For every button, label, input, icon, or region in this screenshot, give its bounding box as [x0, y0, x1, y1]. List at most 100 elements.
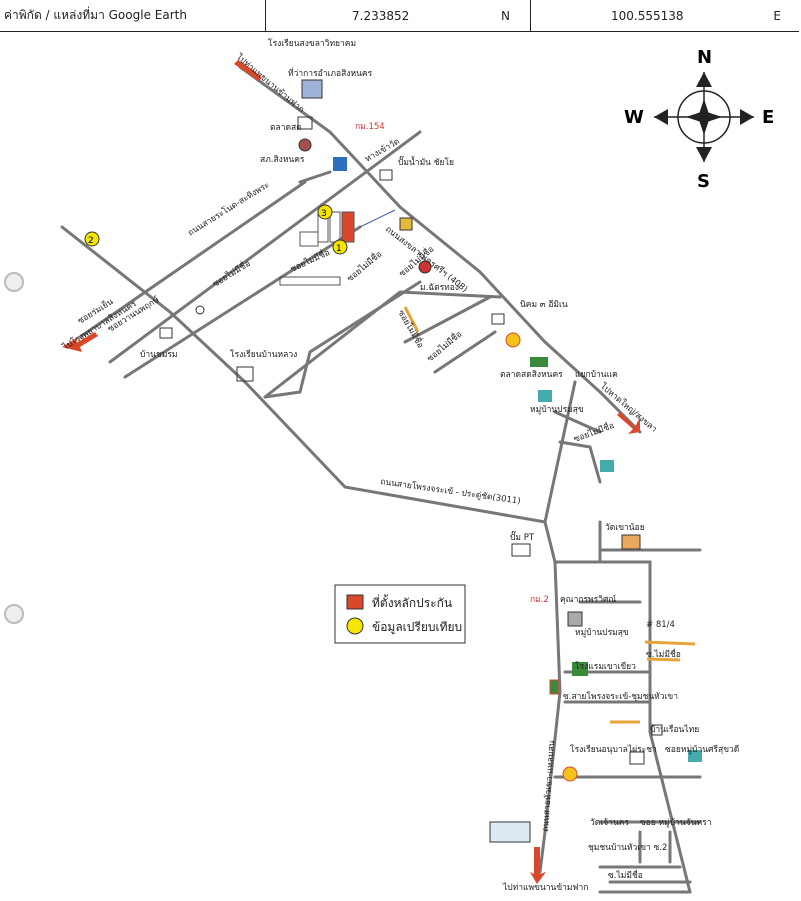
- location-map: 3 1 2 โรงเรียนสงขลาวิทยาคม ที: [60, 38, 774, 894]
- hotel-icon: [572, 662, 588, 676]
- collateral-marker-icon: [341, 211, 355, 243]
- label-school-anuban: โรงเรียนอนุบาลไผ่ระชา: [570, 744, 657, 755]
- shell-icon: [505, 332, 521, 348]
- map-labels: โรงเรียนสงขลาวิทยาคม ที่ว่าการอำเภอสิงหน…: [60, 38, 739, 893]
- longitude-dir: E: [773, 8, 781, 23]
- map-area: 3 1 2 โรงเรียนสงขลาวิทยาคม ที: [0, 32, 799, 897]
- comparable-marker-3-icon: [317, 204, 333, 220]
- label-to-ferry: ไปท่าแพขนานข้ามฟาก: [233, 51, 306, 115]
- compass-east-icon: [740, 109, 754, 125]
- road-a: [78, 180, 307, 339]
- village-icon: [600, 460, 614, 472]
- label-village-b: หมู่บ้านปรมสุข: [575, 627, 629, 638]
- label-soi-b: ซอยไม่มีชื่อ: [288, 246, 331, 275]
- label-soi-nameless: ซอยไม่มีชื่อ: [424, 328, 464, 364]
- label-market: ตลาดสด: [270, 123, 302, 133]
- comparable-marker-1-icon: [332, 239, 348, 255]
- label-ban-chatthong: ม.ฉัตรทอง: [420, 283, 459, 293]
- gas-station-icon: [489, 821, 531, 843]
- label-hotel: โรงแรมเขาเขียว: [575, 661, 636, 672]
- label-soi-g: ซ.ไม่มีชื่อ: [646, 648, 681, 660]
- label-district-office: ที่ว่าการอำเภอสิงหนคร: [288, 67, 373, 79]
- market-icon: [297, 116, 313, 130]
- bicycle-icon: [195, 305, 205, 315]
- source-text: ค่าพิกัด / แหล่งที่มา Google Earth: [4, 8, 187, 22]
- label-km2: กม.2: [530, 595, 549, 605]
- label-school-banluang: โรงเรียนบ้านหลวง: [230, 349, 297, 360]
- bus-stop-icon: [491, 313, 505, 325]
- compass-rose: N S E W: [624, 47, 774, 192]
- comparable-marker-2-icon: [84, 231, 100, 247]
- label-road-top: ถนนสายระโนด-สะทิงพระ: [186, 179, 272, 238]
- label-yaek: แยกบ้านแค: [575, 369, 618, 380]
- label-soi-h: ซ.ไม่มีชื่อ: [608, 869, 643, 881]
- arrow-west-icon: [62, 332, 98, 352]
- label-soi-e: ซอยไม่มีชื่อ: [395, 308, 427, 351]
- main-road: [238, 65, 642, 434]
- road-c: [123, 225, 362, 379]
- road-d: [263, 290, 502, 399]
- label-gas-chaiyo: ปั๊มน้ำมัน ชัยโย: [398, 155, 454, 168]
- arrow-east-icon: [617, 412, 640, 434]
- legend-collateral-text: ที่ตั้งหลักประกัน: [372, 594, 452, 610]
- label-house-81: # 81/4: [646, 620, 675, 630]
- label-road-3011: ถนนสายโพรงจระเข้ - ประดู่ชัด(3011): [380, 476, 522, 507]
- source-label: ค่าพิกัด / แหล่งที่มา Google Earth: [0, 0, 266, 31]
- latitude-cell: 7.233852 N: [266, 0, 531, 31]
- binder-hole-icon: [4, 272, 24, 292]
- label-nitikarn: นิคม ๓ อีมิเน: [520, 299, 568, 310]
- marker-1-text: 1: [336, 244, 342, 254]
- legend-collateral-icon: [346, 594, 364, 610]
- road-3011: [60, 225, 547, 524]
- gas-station-icon: [379, 169, 393, 181]
- longitude-cell: 100.555138 E: [531, 0, 799, 31]
- label-village-a: หมู่บ้านปรมสุข: [530, 404, 584, 415]
- compass-w-text: W: [624, 107, 644, 128]
- school-icon: [236, 366, 254, 382]
- hospital-icon: [418, 260, 432, 274]
- village-icon: [688, 750, 702, 762]
- district-office-icon: [301, 79, 323, 99]
- hazard-icon: [399, 217, 413, 231]
- road-network: [60, 65, 702, 894]
- latitude-dir: N: [501, 8, 510, 23]
- village-icon: [538, 390, 552, 402]
- label-pump-pt: ปั๊ม PT: [510, 530, 535, 543]
- shell-icon: [562, 766, 578, 782]
- compass-e-text: E: [762, 107, 774, 128]
- map-legend: ที่ตั้งหลักประกัน ข้อมูลเปรียบเทียบ: [334, 584, 466, 644]
- label-wat-chan: วัดเจ้านคร: [590, 817, 629, 828]
- shop-icon: [159, 327, 173, 339]
- label-talad-singha: ตลาดสดสิงหนคร: [500, 370, 563, 380]
- label-soi-a: ซอยไม่มีชื่อ: [210, 257, 252, 290]
- compass-west-icon: [654, 109, 668, 125]
- latitude-value: 7.233852: [352, 8, 410, 23]
- label-soi-village: ซอยหมู่บ้านศรีสุขวดี: [665, 744, 739, 755]
- label-road-vertical: ถนนสายหัวเขา-แหลมสน: [541, 740, 557, 832]
- pump-pt-icon: [511, 543, 531, 557]
- temple-icon: [621, 534, 641, 550]
- comparable-markers: 3 1 2: [84, 204, 348, 255]
- collateral-site: [279, 209, 396, 286]
- seven-eleven-icon: [549, 679, 559, 695]
- road-e: [553, 560, 692, 894]
- school-icon: [629, 751, 645, 765]
- legend-comparable-icon: [346, 617, 364, 635]
- binder-hole-icon: [4, 604, 24, 624]
- arrow-north-icon: [234, 60, 262, 81]
- label-police: สภ.สิงหนคร: [260, 155, 305, 165]
- compass-north-icon: [696, 72, 712, 87]
- label-shop: บ้านชมรม: [140, 349, 178, 360]
- police-icon: [298, 138, 312, 152]
- label-to-bottom: ไปท่าแพขนานข้ามฟาก: [502, 882, 588, 893]
- soi-lines: [403, 306, 696, 724]
- talad-icon: [530, 357, 548, 367]
- ptt-icon: [333, 157, 347, 171]
- label-sai-phrong: ซ.สายโพรงจระเข้-ชุมชนหัวเขา: [563, 691, 678, 702]
- label-wat-khao: วัดเขาน้อย: [605, 522, 645, 533]
- label-thai-house: บ้านเรือนไทย: [650, 724, 699, 735]
- legend-comparable-text: ข้อมูลเปรียบเทียบ: [372, 620, 462, 635]
- road-b: [108, 130, 422, 364]
- compass-south-icon: [696, 147, 712, 162]
- compass-s-text: S: [697, 171, 710, 192]
